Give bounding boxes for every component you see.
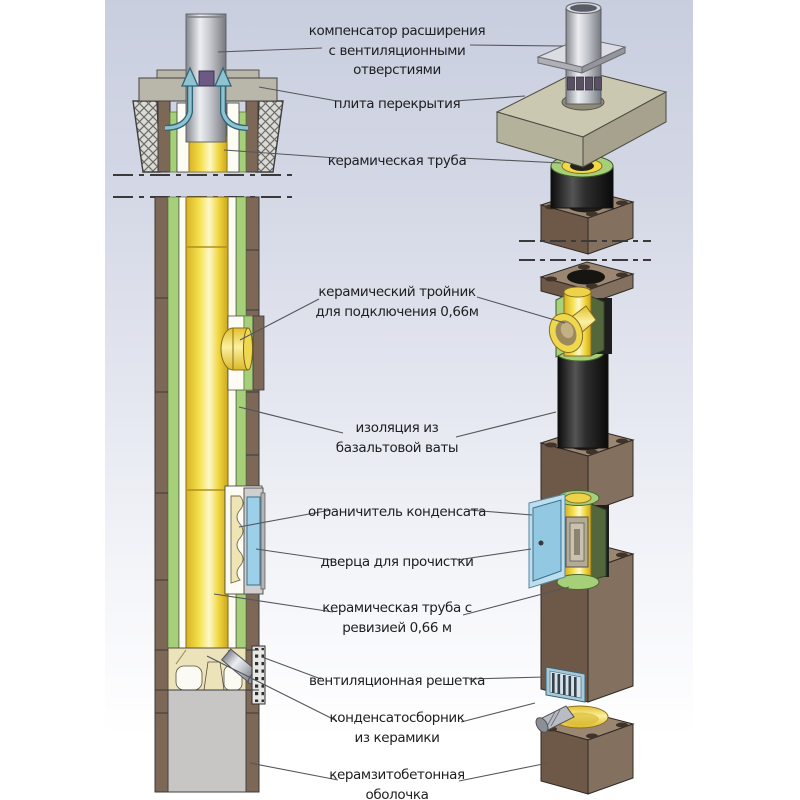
base-zone: [155, 645, 266, 793]
brown-column-right: [245, 100, 259, 173]
leader-lines: [206, 44, 570, 782]
foundation-shape: [167, 689, 247, 793]
lattice-right: [255, 100, 284, 173]
liner-right: [226, 102, 240, 173]
airflow-arrow-left: [164, 66, 200, 131]
insulation-left-shape: [167, 196, 180, 649]
condensate-limiter-shape: [230, 495, 244, 584]
lattice-left: [132, 100, 161, 173]
airflow-arrow-right: [213, 66, 249, 131]
insulation-right-lower: [235, 591, 247, 649]
ceramic-pipe-shape: [185, 196, 229, 651]
door-3d: [528, 490, 609, 590]
brown-column-left: [157, 100, 171, 173]
door-zone: [224, 485, 266, 595]
break-lines-left: [113, 174, 298, 198]
exploded-diagram: [495, 2, 668, 795]
wall-joints: [155, 249, 259, 714]
cleaning-door-shape: [246, 496, 261, 586]
shell-wall-left: [154, 196, 169, 793]
compensator-3d: [536, 2, 627, 105]
vent-openings: [567, 76, 602, 91]
tee-zone: [220, 315, 265, 391]
grille-3d: [545, 666, 586, 703]
tee-3d: [548, 286, 612, 449]
cutaway-diagram: [113, 13, 298, 793]
cleaning-door-3d: [532, 499, 562, 582]
collector-3d: [535, 705, 609, 733]
block-5: [539, 711, 635, 795]
break-lines-right: [519, 240, 651, 261]
damper-shape: [198, 70, 215, 87]
